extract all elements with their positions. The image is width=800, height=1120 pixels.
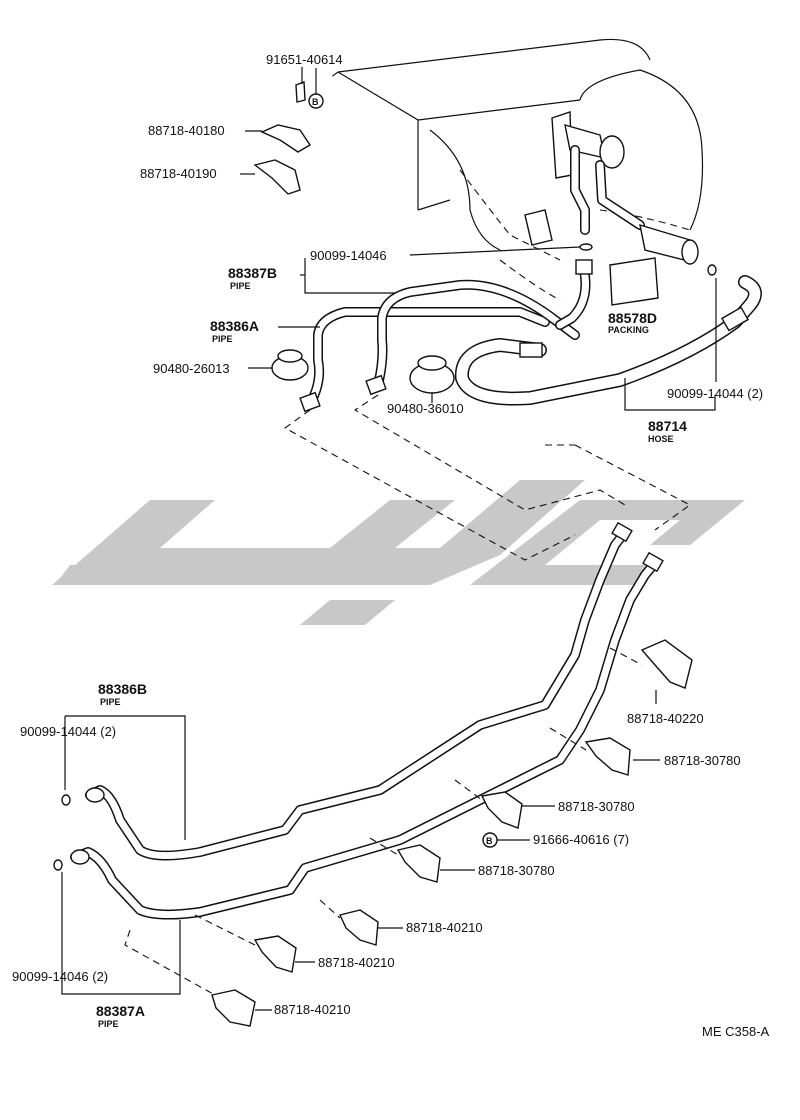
label-91651-40614: 91651-40614: [266, 52, 343, 67]
fuel-filter-assembly: [524, 111, 717, 306]
figure-code: ME C358-A: [702, 1024, 770, 1039]
label-90099-14046-bottom: 90099-14046 (2): [12, 969, 108, 984]
label-88386b-sub: PIPE: [100, 697, 121, 707]
label-88386a-sub: PIPE: [212, 334, 233, 344]
label-88386a: 88386A: [210, 318, 259, 334]
label-90480-26013: 90480-26013: [153, 361, 230, 376]
dashed-connectors: [283, 394, 692, 561]
label-88387b-sub: PIPE: [230, 281, 251, 291]
label-88718-40210-a: 88718-40210: [406, 920, 483, 935]
leader-lines: [61, 67, 717, 1011]
label-88718-40210-c: 88718-40210: [274, 1002, 351, 1017]
label-88387b: 88387B: [228, 265, 277, 281]
marker-b-top: B: [312, 97, 319, 107]
label-90099-14044-top: 90099-14044 (2): [667, 386, 763, 401]
lower-pipes: [53, 521, 664, 920]
label-88718-40210-b: 88718-40210: [318, 955, 395, 970]
label-88387a: 88387A: [96, 1003, 145, 1019]
marker-b-bottom: B: [486, 836, 493, 846]
label-88718-30780-c: 88718-30780: [478, 863, 555, 878]
label-88718-30780-b: 88718-30780: [558, 799, 635, 814]
grommets: [271, 349, 455, 394]
top-clips: B: [253, 81, 324, 195]
label-88386b: 88386B: [98, 681, 147, 697]
watermark-logo: [52, 480, 745, 625]
part-labels: 91651-40614 88718-40180 88718-40190 9009…: [12, 52, 770, 1039]
label-88718-30780-a: 88718-30780: [664, 753, 741, 768]
floor-pan-outline: [329, 38, 704, 301]
label-88714: 88714: [648, 418, 687, 434]
lower-clamps: B: [124, 639, 693, 1027]
label-88578d-sub: PACKING: [608, 325, 649, 335]
label-90099-14046-top: 90099-14046: [310, 248, 387, 263]
label-90099-14044-bottom: 90099-14044 (2): [20, 724, 116, 739]
label-88387a-sub: PIPE: [98, 1019, 119, 1029]
label-88718-40190: 88718-40190: [140, 166, 217, 181]
upper-pipes: [299, 259, 593, 413]
label-88718-40180: 88718-40180: [148, 123, 225, 138]
hose-88714: [454, 275, 762, 406]
label-88578d: 88578D: [608, 310, 657, 326]
label-91666-40616: 91666-40616 (7): [533, 832, 629, 847]
label-90480-36010: 90480-36010: [387, 401, 464, 416]
label-88714-sub: HOSE: [648, 434, 674, 444]
label-88718-40220: 88718-40220: [627, 711, 704, 726]
